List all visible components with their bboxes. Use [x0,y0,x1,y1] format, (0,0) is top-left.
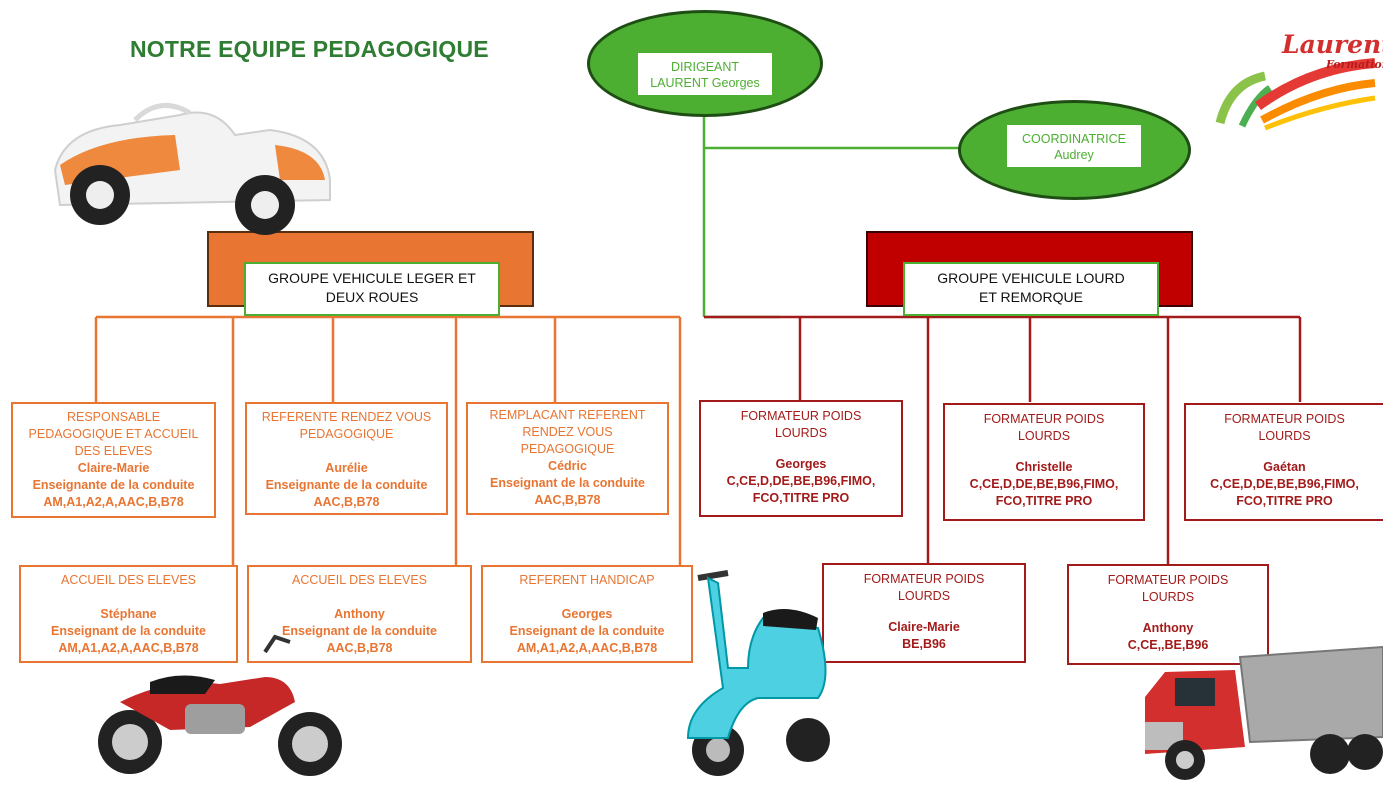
staff-name: Stéphane [100,607,157,621]
staff-name: Anthony [334,607,385,621]
staff-box-formateur-anthony: FORMATEUR POIDS LOURDS Anthony C,CE,,BE,… [1067,564,1269,665]
staff-box-formateur-claire-marie: FORMATEUR POIDS LOURDS Claire-Marie BE,B… [822,563,1026,663]
staff-box-formateur-christelle: FORMATEUR POIDS LOURDS Christelle C,CE,D… [943,403,1145,521]
coordinator-name: Audrey [1054,148,1094,162]
staff-box-accueil-eleves-2: ACCUEIL DES ELEVES Anthony Enseignant de… [247,565,472,663]
heavy-vehicle-group-label: GROUPE VEHICULE LOURD ET REMORQUE [903,262,1159,316]
staff-name: Georges [775,457,827,471]
staff-box-formateur-gaetan: FORMATEUR POIDS LOURDS Gaétan C,CE,D,DE,… [1184,403,1383,521]
car-icon [40,75,340,235]
logo-word-laurent: Laurent [1282,30,1383,59]
staff-name: Christelle [1015,460,1073,474]
staff-name: Georges [561,607,613,621]
laurent-formation-logo: Laurent Formation [1210,28,1383,138]
page-title: NOTRE EQUIPE PEDAGOGIQUE [130,36,489,62]
staff-name: Cédric [548,459,587,473]
director-role: DIRIGEANT [670,60,740,74]
staff-name: Anthony [1142,621,1194,635]
staff-name: Aurélie [325,461,368,475]
logo-word-formation: Formation [1326,58,1383,71]
staff-box-accueil-eleves-1: ACCUEIL DES ELEVES Stéphane Enseignant d… [19,565,238,663]
truck-icon [1140,642,1383,785]
motorcycle-icon [90,632,360,782]
staff-name: Claire-Marie [888,620,960,634]
staff-box-remplacant-referent: REMPLACANT REFERENT RENDEZ VOUS PEDAGOGI… [466,402,669,515]
director-name: LAURENT Georges [650,76,760,90]
light-vehicle-group-label: GROUPE VEHICULE LEGER ET DEUX ROUES [244,262,500,316]
staff-box-formateur-georges: FORMATEUR POIDS LOURDS Georges C,CE,D,DE… [699,400,903,517]
scooter-icon [668,568,838,780]
director-label: DIRIGEANT LAURENT Georges [638,53,772,95]
staff-name: Gaétan [1263,460,1306,474]
coordinator-label: COORDINATRICE Audrey [1007,125,1141,167]
staff-box-referente-rendez-vous: REFERENTE RENDEZ VOUS PEDAGOGIQUE Auréli… [245,402,448,515]
staff-box-referent-handicap: REFERENT HANDICAP Georges Enseignant de … [481,565,693,663]
coordinator-role: COORDINATRICE [1022,132,1126,146]
road-logo-icon [1215,58,1376,131]
staff-name: Claire-Marie [77,461,150,475]
staff-box-responsable-pedagogique: RESPONSABLE PEDAGOGIQUE ET ACCUEIL DES E… [11,402,216,518]
